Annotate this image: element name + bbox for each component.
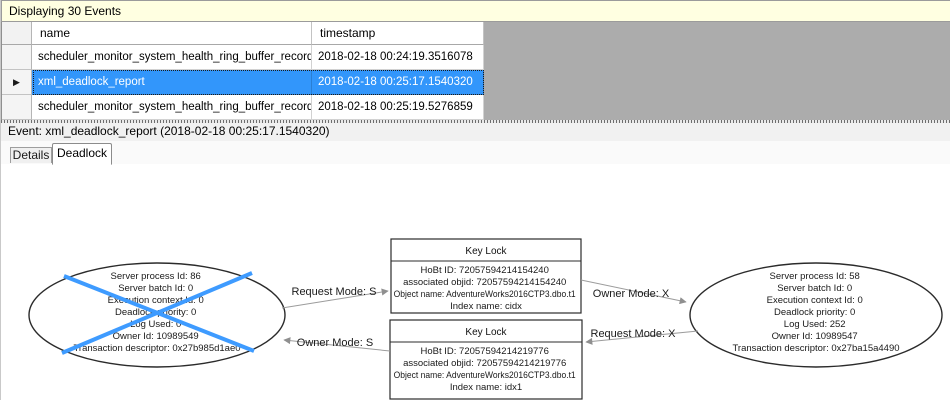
process-right-line: Execution context Id: 0 xyxy=(767,295,863,306)
process-node-right: Server process Id: 58 Server batch Id: 0… xyxy=(689,262,943,368)
process-right-line: Server process Id: 58 xyxy=(770,271,860,282)
event-timestamp-cell[interactable]: 2018-02-18 00:24:19.3516078 xyxy=(312,45,484,70)
process-left-line: Server process Id: 86 xyxy=(111,271,201,282)
tab-details[interactable]: Details xyxy=(10,147,52,163)
grid-corner-cell xyxy=(2,22,32,45)
column-header-name[interactable]: name xyxy=(32,22,312,45)
resource-top-line: Index name: cidx xyxy=(450,301,522,312)
process-node-left: Server process Id: 86 Server batch Id: 0… xyxy=(28,262,286,368)
current-row-marker-icon: ▶ xyxy=(13,77,20,87)
pane-splitter[interactable] xyxy=(1,120,950,123)
svg-text:HoBt ID: 72057594214219776: HoBt ID: 72057594214219776 associated ob… xyxy=(394,346,579,393)
event-timestamp-cell[interactable]: 2018-02-18 00:25:17.1540320 xyxy=(312,70,484,95)
edge-owner-s: Owner Mode: S xyxy=(283,337,391,352)
edge-request-s: Request Mode: S xyxy=(281,286,389,309)
resource-top-title: Key Lock xyxy=(465,246,507,257)
event-name-cell[interactable]: scheduler_monitor_system_health_ring_buf… xyxy=(32,95,312,120)
edge-owner-x: Owner Mode: X xyxy=(580,279,687,305)
svg-text:HoBt ID: 72057594214154240: HoBt ID: 72057594214154240 associated ob… xyxy=(394,265,579,312)
deadlock-graph: Server process Id: 86 Server batch Id: 0… xyxy=(28,238,943,400)
detail-tabstrip: Details Deadlock xyxy=(1,141,950,165)
events-count-label: Displaying 30 Events xyxy=(9,4,122,18)
events-grid: name timestamp scheduler_monitor_system_… xyxy=(1,22,950,120)
tab-deadlock[interactable]: Deadlock xyxy=(52,143,112,165)
event-timestamp-cell[interactable]: 2018-02-18 00:25:19.5276859 xyxy=(312,95,484,120)
edge-owner-x-label: Owner Mode: X xyxy=(593,288,670,300)
svg-text:Server process Id: 58: Server process Id: 58 Server batch Id: 0… xyxy=(732,271,899,354)
edge-request-x-label: Request Mode: X xyxy=(591,328,677,340)
resource-bottom-line: Object name: AdventureWorks2016CTP3.dbo.… xyxy=(394,370,576,381)
edge-request-s-label: Request Mode: S xyxy=(292,286,377,298)
process-left-line: Transaction descriptor: 0x27b985d1ae0 xyxy=(73,343,240,354)
process-right-line: Transaction descriptor: 0x27ba15a4490 xyxy=(732,343,899,354)
resource-top-line: Object name: AdventureWorks2016CTP3.dbo.… xyxy=(394,289,576,300)
resource-top-line: HoBt ID: 72057594214154240 xyxy=(421,265,549,276)
row-selector-cell[interactable] xyxy=(2,95,32,120)
resource-top-line: associated objid: 72057594214154240 xyxy=(403,277,566,288)
row-selector-cell[interactable]: ▶ xyxy=(2,70,32,95)
process-right-line: Deadlock priority: 0 xyxy=(774,307,855,318)
event-name-cell[interactable]: scheduler_monitor_system_health_ring_buf… xyxy=(32,45,312,70)
process-right-line: Server batch Id: 0 xyxy=(777,283,852,294)
resource-bottom-line: Index name: idx1 xyxy=(450,382,522,393)
event-caption-bar: Event: xml_deadlock_report (2018-02-18 0… xyxy=(1,123,950,141)
edge-owner-s-label: Owner Mode: S xyxy=(297,337,373,349)
event-caption-label: Event: xml_deadlock_report (2018-02-18 0… xyxy=(8,124,330,138)
resource-node-top: Key Lock HoBt ID: 72057594214154240 asso… xyxy=(390,238,582,314)
process-right-line: Owner Id: 10989547 xyxy=(772,331,858,342)
event-row-selected[interactable]: ▶ xml_deadlock_report 2018-02-18 00:25:1… xyxy=(2,70,484,95)
process-left-line: Log Used: 0 xyxy=(130,319,181,330)
event-row[interactable]: scheduler_monitor_system_health_ring_buf… xyxy=(2,95,484,120)
events-count-bar: Displaying 30 Events xyxy=(1,0,950,22)
edge-request-x: Request Mode: X xyxy=(585,328,699,345)
process-right-line: Log Used: 252 xyxy=(784,319,846,330)
event-name-cell[interactable]: xml_deadlock_report xyxy=(32,70,312,95)
row-selector-cell[interactable] xyxy=(2,45,32,70)
event-row[interactable]: scheduler_monitor_system_health_ring_buf… xyxy=(2,45,484,70)
process-left-line: Execution context Id: 0 xyxy=(108,295,204,306)
resource-bottom-line: associated objid: 72057594214219776 xyxy=(403,358,566,369)
resource-node-bottom: Key Lock HoBt ID: 72057594214219776 asso… xyxy=(389,319,583,400)
process-left-line: Owner Id: 10989549 xyxy=(113,331,199,342)
column-header-timestamp[interactable]: timestamp xyxy=(312,22,484,45)
deadlock-graph-pane: Server process Id: 86 Server batch Id: 0… xyxy=(1,163,950,400)
victim-cross-icon xyxy=(61,271,255,355)
resource-bottom-line: HoBt ID: 72057594214219776 xyxy=(421,346,549,357)
process-left-line: Server batch Id: 0 xyxy=(118,283,193,294)
resource-bottom-title: Key Lock xyxy=(465,327,507,338)
